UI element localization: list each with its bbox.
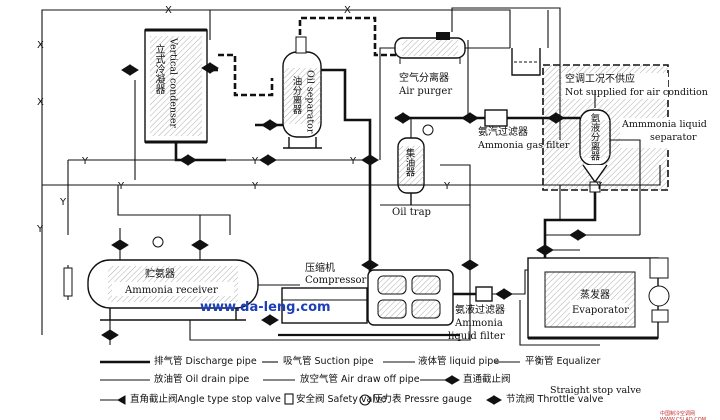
liquid-separator-label-en-1: Ammmonia liquid <box>622 119 707 130</box>
svg-text:Y: Y <box>251 156 259 167</box>
gas-lines <box>467 40 641 235</box>
svg-text:Y: Y <box>59 197 67 208</box>
evaporator-label-en: Evaporator <box>572 305 629 316</box>
not-supplied-label-en: Not supplied for air condition <box>565 87 708 98</box>
receiver-label-en: Ammonia receiver <box>125 285 218 296</box>
receiver-label-zh: 贮氨器 <box>145 269 175 280</box>
liquid-separator <box>579 109 611 193</box>
svg-text:Y: Y <box>36 224 44 235</box>
legend-angle-valve: 直角截止阀Angle type stop valve <box>130 394 281 405</box>
legend-safety-valve: 安全阀 Safety valve <box>296 394 387 405</box>
svg-text:X: X <box>37 40 44 51</box>
air-purger <box>394 32 466 64</box>
evaporator-label-zh: 蒸发器 <box>580 290 610 301</box>
equalizer-dashed <box>218 16 400 97</box>
water-container <box>511 48 541 76</box>
compressor-label-zh: 压缩机 <box>305 263 335 274</box>
legend-discharge: 排气管 Discharge pipe <box>154 356 257 367</box>
svg-text:Y: Y <box>595 181 603 192</box>
main-liquid-line <box>42 159 661 235</box>
liquid-separator-label-zh: 氨液分离器 <box>588 113 600 161</box>
legend-straight-stop-zh: 直通截止阀 <box>463 374 511 385</box>
evaporator <box>527 257 670 340</box>
oil-trap-label-zh: 集油器 <box>403 148 415 177</box>
air-purger-label-zh: 空气分离器 <box>399 73 449 84</box>
oil-trap-piping <box>380 118 471 300</box>
y-marks: Y Y Y Y Y Y Y Y Y <box>36 156 603 235</box>
liquid-filter-label-en-1: Ammonia <box>455 318 503 329</box>
legend-equalizer: 平衡管 Equalizer <box>525 356 601 367</box>
legend-symbols <box>100 360 520 406</box>
air-draw-off-pipe <box>41 9 549 335</box>
watermark-url[interactable]: www.da-leng.com <box>200 300 331 315</box>
svg-text:Y: Y <box>443 181 451 192</box>
liquid-filter-label-en-2: liquid filter <box>448 331 505 342</box>
ammonia-receiver <box>87 236 259 321</box>
oil-separator-label-en: Oil separator <box>304 70 316 134</box>
gas-filter-label-en: Ammonia gas filter <box>478 140 570 151</box>
compressor <box>278 269 460 337</box>
svg-text:Y: Y <box>349 156 357 167</box>
condenser-side-lines <box>117 80 368 235</box>
air-pipe-x-marks: X X X X <box>37 5 351 108</box>
legend-liquid: 液体管 liquid pipe <box>418 356 500 367</box>
svg-text:Y: Y <box>81 156 89 167</box>
legend-air-draw: 放空气管 Air draw off pipe <box>300 374 420 385</box>
svg-text:X: X <box>344 5 351 16</box>
oil-separator <box>282 36 322 149</box>
legend-suction: 吸气管 Suction pipe <box>283 356 374 367</box>
oil-trap-label-en: Oil trap <box>392 207 431 218</box>
svg-text:Y: Y <box>251 181 259 192</box>
not-supplied-label-zh: 空调工况不供应 <box>565 74 635 85</box>
gas-filter-label-zh: 氨汽过滤器 <box>478 127 528 138</box>
legend-oil-drain: 放油管 Oil drain pipe <box>154 374 250 385</box>
svg-text:X: X <box>165 5 172 16</box>
legend-straight-stop-en: Straight stop valve <box>550 385 642 396</box>
receiver-level-gauge <box>63 267 73 297</box>
liquid-filter-label-zh: 氨液过滤器 <box>455 305 505 316</box>
stop-valves <box>101 62 587 341</box>
purger-piping <box>379 7 561 160</box>
vertical-condenser <box>144 28 208 144</box>
ammonia-gas-filter <box>484 109 508 127</box>
legend-gauge: 压力表 Pressre gauge <box>373 394 472 405</box>
legend-throttle: 节流阀 Throttle valve <box>506 394 604 405</box>
air-purger-label-en: Air purger <box>399 86 453 97</box>
oil-trap <box>397 124 434 205</box>
condenser-label-en: Vertical condenser <box>167 38 179 129</box>
corner-logo: 中国制冷空调网 WWW.CSLAD.COM <box>660 411 707 420</box>
compressor-label-en: Compressor <box>305 275 367 286</box>
svg-text:Y: Y <box>117 181 125 192</box>
oil-separator-label-zh: 油分离器 <box>290 76 302 114</box>
svg-text:X: X <box>37 97 44 108</box>
condenser-label-zh: 立式冷凝器 <box>153 44 164 94</box>
liquid-separator-label-en-2: separator <box>650 132 697 143</box>
